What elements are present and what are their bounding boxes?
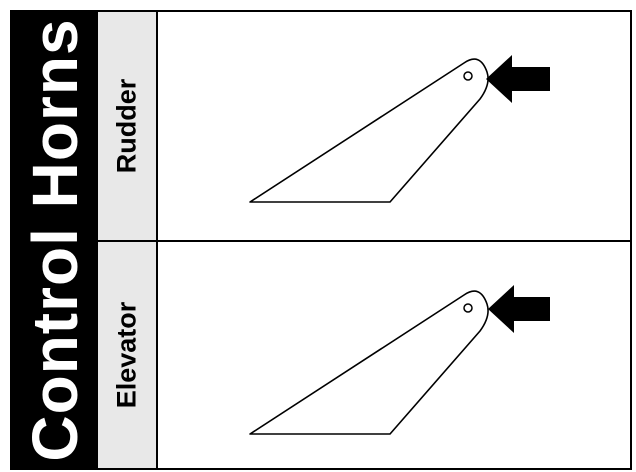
- row-divider: [98, 240, 630, 242]
- rudder-horn-drawing: [249, 55, 550, 203]
- arrow-left-icon: [488, 285, 550, 333]
- row-elevator: Elevator: [12, 242, 630, 468]
- diagram-frame: Control Horns Rudder Elevator: [10, 10, 632, 470]
- elevator-label: Elevator: [111, 301, 142, 409]
- control-horn-icon: [249, 290, 489, 435]
- arrow-left-icon: [486, 55, 550, 103]
- control-horn-icon: [249, 58, 489, 203]
- rudder-label: Rudder: [111, 78, 142, 174]
- row-rudder: Rudder: [12, 12, 630, 240]
- elevator-horn-drawing: [249, 285, 550, 435]
- title-band: Control Horns: [12, 12, 98, 468]
